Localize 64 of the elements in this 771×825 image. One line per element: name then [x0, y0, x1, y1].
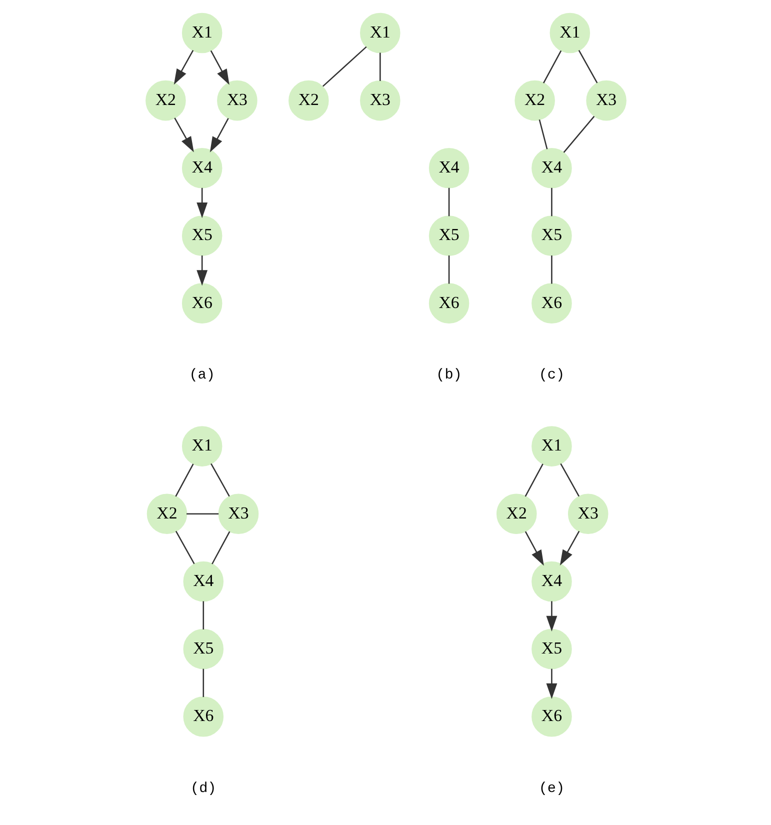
connector — [211, 531, 230, 564]
node-circle: X6 — [428, 283, 469, 324]
node-circle: X2 — [514, 80, 554, 121]
arrow — [210, 50, 229, 85]
node-circle: X2 — [146, 494, 187, 534]
node-circle: X2 — [496, 494, 536, 534]
node-circle: X6 — [181, 283, 222, 324]
node-circle: X3 — [218, 494, 258, 534]
connector — [538, 119, 548, 150]
node-circle: X5 — [182, 628, 224, 670]
arrow — [546, 601, 557, 632]
connector — [202, 668, 204, 698]
connector — [550, 188, 552, 216]
connector — [562, 116, 594, 153]
node-circle: X1 — [531, 426, 572, 466]
connector — [550, 255, 552, 284]
node-circle: X5 — [181, 216, 222, 256]
connector — [448, 188, 450, 216]
node-circle: X4 — [428, 148, 469, 188]
connector — [524, 464, 543, 497]
node-circle: X4 — [531, 561, 572, 602]
label: (e) — [538, 780, 564, 797]
node-circle: X3 — [360, 80, 400, 121]
connector — [542, 50, 562, 84]
node-circle: X3 — [216, 80, 257, 121]
connector — [322, 46, 366, 87]
arrow — [559, 530, 580, 566]
label: (d) — [190, 780, 216, 797]
arrow — [209, 118, 228, 152]
connector — [174, 464, 194, 497]
arrow — [196, 255, 208, 286]
node-circle: X2 — [145, 80, 186, 121]
arrow — [174, 118, 194, 152]
connector — [448, 255, 450, 284]
node-circle: X5 — [531, 216, 572, 256]
node-circle: X6 — [531, 696, 572, 737]
arrow — [196, 188, 208, 218]
label: (a) — [188, 367, 214, 384]
node-circle: X1 — [360, 12, 400, 54]
connector — [174, 530, 194, 564]
node-circle: X5 — [531, 628, 572, 670]
arrow — [546, 668, 557, 700]
connector — [560, 463, 580, 497]
node-circle: X5 — [428, 216, 469, 256]
arrow — [524, 531, 544, 566]
node-circle: X6 — [531, 283, 572, 324]
node-circle: X1 — [181, 426, 222, 466]
node-circle: X1 — [181, 12, 222, 54]
connector — [202, 601, 204, 630]
connector — [186, 513, 218, 515]
connector — [379, 52, 380, 81]
arrow — [173, 50, 194, 85]
node-circle: X6 — [182, 696, 224, 737]
label: (b) — [436, 367, 462, 384]
node-circle: X4 — [181, 148, 222, 188]
node-circle: X2 — [288, 80, 328, 121]
connector — [578, 50, 598, 84]
node-circle: X1 — [549, 12, 590, 54]
node-circle: X3 — [586, 80, 626, 121]
label: (c) — [538, 367, 564, 384]
connector — [210, 463, 230, 497]
node-circle: X4 — [182, 561, 224, 602]
node-circle: X4 — [531, 148, 572, 188]
node-circle: X3 — [567, 494, 608, 534]
